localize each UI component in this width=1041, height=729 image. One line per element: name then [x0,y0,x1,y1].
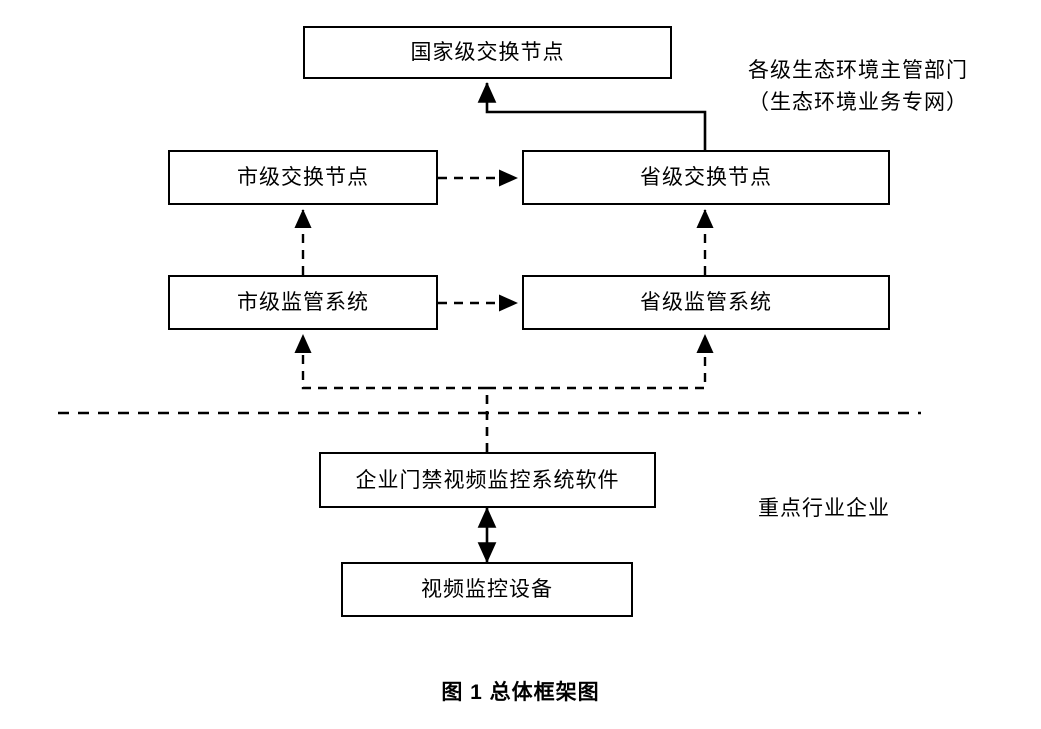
node-province-exchange-node[interactable]: 省级交换节点 [522,150,890,205]
node-label-video-surveillance-device: 视频监控设备 [421,577,553,601]
node-city-supervision-system[interactable]: 市级监管系统 [168,275,438,330]
node-enterprise-access-video-software[interactable]: 企业门禁视频监控系统软件 [319,452,656,508]
zone-label-line: 各级生态环境主管部门 [748,58,968,82]
node-label-enterprise-access-video-software: 企业门禁视频监控系统软件 [355,467,620,492]
zone-label-line: 重点行业企业 [758,496,890,520]
node-city-exchange-node[interactable]: 市级交换节点 [168,150,438,205]
node-label-city-exchange-node: 市级交换节点 [237,165,369,189]
node-label-city-supervision-system: 市级监管系统 [237,290,369,314]
zone-label-government-zone: 各级生态环境主管部门 （生态环境业务专网） [748,54,968,118]
connector-province-exchange-to-national-exchange [477,81,707,150]
connector-enterprise-software-to-province-supervision [485,334,714,452]
connector-enterprise-software-to-city-supervision [294,334,489,452]
node-national-exchange-node[interactable]: 国家级交换节点 [303,26,672,79]
node-province-supervision-system[interactable]: 省级监管系统 [522,275,890,330]
figure-caption: 图 1 总体框架图 [441,681,600,704]
node-label-national-exchange-node: 国家级交换节点 [410,40,565,64]
zone-label-line: （生态环境业务专网） [748,90,968,114]
node-label-province-exchange-node: 省级交换节点 [640,165,772,189]
node-video-surveillance-device[interactable]: 视频监控设备 [341,562,633,617]
node-label-province-supervision-system: 省级监管系统 [640,290,772,314]
zone-label-enterprise-zone: 重点行业企业 [758,492,890,524]
